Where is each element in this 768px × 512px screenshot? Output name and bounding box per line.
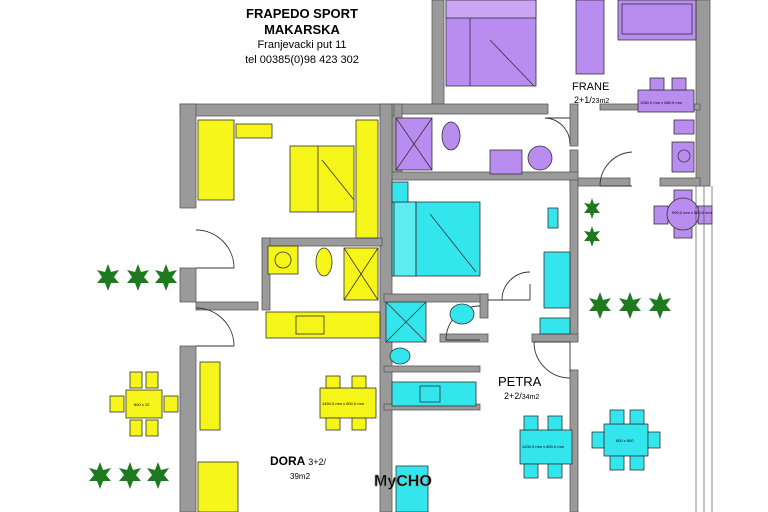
frane-sofa <box>617 0 697 41</box>
address: Franjevacki put 11 <box>257 39 347 51</box>
plants <box>89 198 671 489</box>
dora-cabinet <box>199 361 221 431</box>
dora-sofa-bottom <box>197 461 239 512</box>
petra-toilet <box>389 347 411 365</box>
petra-name: PETRA <box>498 374 542 389</box>
plant-icon <box>89 462 111 489</box>
city-name: MAKARSKA <box>264 22 340 37</box>
plant-icon <box>155 264 177 291</box>
dora-sofa-top <box>197 119 235 201</box>
dora-furniture <box>109 119 381 512</box>
petra-sofa-bottom <box>395 465 429 512</box>
plant-icon <box>97 264 119 291</box>
plant-icon <box>119 462 141 489</box>
dora-table-dimension: 1460,0 mm x 800,0 mm <box>322 401 365 406</box>
door-dora-main <box>195 307 235 347</box>
dora-name-text: DORA <box>270 454 306 468</box>
frane-round-table-chair-3 <box>653 205 669 225</box>
door-frane-bath <box>544 117 571 145</box>
frane-name: FRANE <box>572 81 609 93</box>
frane-table <box>637 89 695 113</box>
door-petra-entry <box>533 341 571 379</box>
plant-icon <box>147 462 169 489</box>
door-dora-entry <box>195 229 235 269</box>
dora-sink <box>267 245 299 275</box>
petra-size: 2+2/34m2 <box>504 391 539 401</box>
plant-icon <box>127 264 149 291</box>
petra-table-dimension: 1200,0 mm x 800,0 mm <box>522 444 565 449</box>
watermark: MyCHO <box>374 473 432 490</box>
dora-outdoor-table <box>125 389 163 419</box>
phone: tel 00385(0)98 423 302 <box>245 54 359 66</box>
petra-sink <box>449 303 475 325</box>
petra-side-cabinet <box>543 251 571 309</box>
doors <box>195 117 633 379</box>
petra-size-value: 2+2/ <box>504 391 522 401</box>
plant-icon <box>619 292 641 319</box>
frane-round-table <box>666 197 700 231</box>
dora-size: 3+2/ <box>308 457 326 467</box>
petra-outdoor-table <box>603 423 649 457</box>
frane-round-table-dimension: 900,0 mm x 560,0 mm <box>672 210 712 215</box>
frane-wardrobe <box>575 0 605 75</box>
dora-toilet <box>315 247 333 277</box>
company-name: FRAPEDO SPORT <box>246 6 358 21</box>
dora-dining-table <box>319 387 377 419</box>
petra-outdoor-table-dimension: 800 x 800 <box>616 438 634 443</box>
frane-round-table-chair-4 <box>697 205 713 225</box>
labels: FRANE 2+1/23m2 1260,0 mm x 680,0 mm 900,… <box>134 81 712 490</box>
door-petra-bath <box>488 271 531 301</box>
plant-icon <box>589 292 611 319</box>
frane-size: 2+1/23m2 <box>574 95 609 105</box>
petra-dining-table <box>519 429 573 465</box>
header: FRAPEDO SPORT MAKARSKA Franjevacki put 1… <box>214 6 390 68</box>
plant-icon <box>584 226 600 247</box>
dora-area: 39m2 <box>290 472 311 481</box>
plant-icon <box>584 198 600 219</box>
frane-area: 23m2 <box>592 98 610 105</box>
frane-toilet <box>441 121 461 151</box>
terrace-fence <box>695 186 713 512</box>
dora-bed <box>289 145 355 213</box>
petra-furniture <box>385 181 661 512</box>
plant-icon <box>649 292 671 319</box>
dora-outdoor-table-dimension: 800 x 10 <box>134 402 150 407</box>
frane-furniture <box>395 0 713 239</box>
petra-area: 34m2 <box>522 394 540 401</box>
door-frane-entry <box>599 151 633 187</box>
dora-name: DORA 3+2/ <box>270 454 327 468</box>
frane-size-value: 2+1/ <box>574 95 592 105</box>
frane-table-dimension: 1260,0 mm x 680,0 mm <box>640 100 683 105</box>
